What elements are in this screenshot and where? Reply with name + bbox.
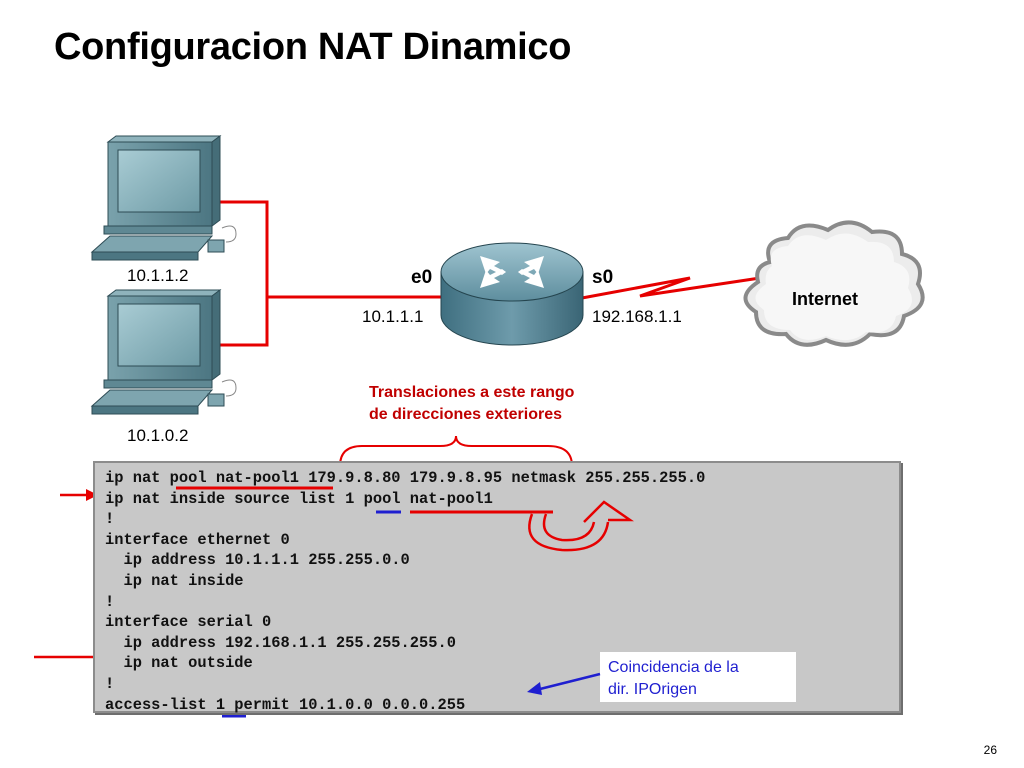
config-code-lines: ip nat pool nat-pool1 179.9.8.80 179.9.8… [105, 468, 705, 715]
code-line: ip nat inside [105, 571, 244, 590]
router-icon [440, 242, 584, 346]
serial-link [581, 276, 761, 300]
pc1-ip-label: 10.1.1.2 [127, 266, 189, 285]
inside-source-arrow-icon [60, 489, 98, 501]
pc2-icon [90, 289, 237, 415]
code-line: interface serial 0 [105, 613, 272, 632]
source-match-note-line1: Coincidencia de la [608, 659, 739, 676]
router-s0-ip: 192.168.1.1 [592, 307, 682, 326]
code-line: ! [105, 510, 115, 529]
internet-cloud-icon [743, 220, 925, 347]
translation-range-note: Translaciones a este rango de direccione… [369, 382, 574, 426]
code-line: ip address 192.168.1.1 255.255.255.0 [105, 633, 456, 652]
code-line: ! [105, 592, 115, 611]
pc2-ip-label: 10.1.0.2 [127, 426, 189, 445]
translation-range-note-line2: de direcciones exteriores [369, 406, 562, 423]
router-e0-label: e0 [411, 267, 433, 288]
code-line: ! [105, 674, 115, 693]
code-line: ip nat pool nat-pool1 179.9.8.80 179.9.8… [105, 469, 706, 487]
internet-cloud-label: Internet [792, 289, 859, 309]
source-match-note-line2: dir. IPOrigen [608, 681, 697, 698]
loop-arrow-top-icon [528, 500, 635, 552]
slide-title: Configuracion NAT Dinamico [54, 26, 572, 68]
page-number: 26 [983, 743, 997, 757]
code-line: ip address 10.1.1.1 255.255.0.0 [105, 551, 410, 570]
router-e0-ip: 10.1.1.1 [362, 307, 424, 326]
router-s0-label: s0 [592, 267, 614, 288]
code-line: interface ethernet 0 [105, 530, 290, 549]
code-line: access-list 1 permit 10.1.0.0 0.0.0.255 [105, 695, 466, 714]
translation-range-note-line1: Translaciones a este rango [369, 384, 575, 401]
ethernet-links [213, 200, 446, 347]
pool-range-brace [339, 435, 573, 467]
code-line: ip nat outside [105, 654, 253, 673]
code-line: ip nat inside source list 1 pool nat-poo… [105, 489, 493, 508]
pc1-icon [90, 135, 237, 261]
source-match-arrow-top-icon [527, 672, 601, 695]
source-match-note: Coincidencia de la dir. IPOrigen [608, 657, 739, 701]
source-match-note-bg [600, 652, 796, 702]
